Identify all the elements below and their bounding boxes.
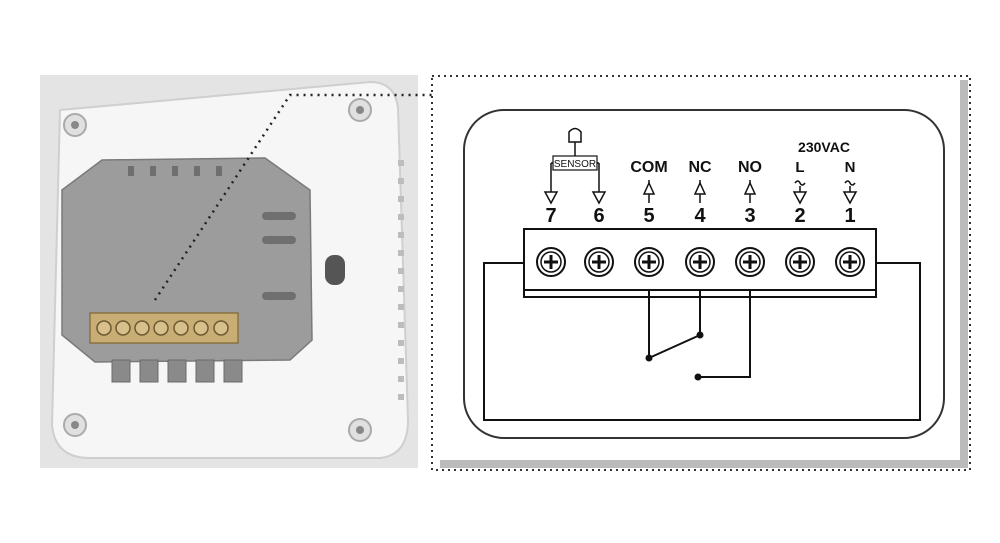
terminal-screw-4 xyxy=(685,247,715,277)
frame-shadow-bottom xyxy=(440,460,968,468)
sensor-bulb xyxy=(568,127,582,143)
wiring-lines xyxy=(483,262,921,421)
terminal-arrows xyxy=(543,180,858,205)
ac-tilde-symbols xyxy=(794,180,856,186)
terminal-number-6: 6 xyxy=(593,205,604,227)
terminal-arrow-2 xyxy=(792,186,808,205)
terminal-arrow-3 xyxy=(743,180,757,203)
relay-contacts xyxy=(645,331,704,381)
terminal-number-1: 1 xyxy=(844,205,855,227)
terminal-screw-7 xyxy=(536,247,566,277)
relay-module xyxy=(61,157,313,363)
side-vents xyxy=(398,160,404,400)
terminal-screw-5 xyxy=(634,247,664,277)
label-230vac: 230VAC xyxy=(798,139,850,155)
terminal-numbers: 7 6 5 4 3 2 1 xyxy=(545,205,855,227)
sensor-symbol: SENSOR xyxy=(550,127,600,185)
terminal-screw-3 xyxy=(735,247,765,277)
terminal-number-3: 3 xyxy=(744,205,755,227)
diagram-dotted-frame xyxy=(431,75,971,471)
terminal-screws xyxy=(536,247,865,277)
terminal-number-5: 5 xyxy=(643,205,654,227)
terminal-arrow-1 xyxy=(842,186,858,205)
label-com: COM xyxy=(630,159,667,176)
terminal-arrow-4 xyxy=(693,180,707,203)
mounting-slot xyxy=(325,255,345,285)
terminal-arrow-5 xyxy=(642,180,656,203)
sensor-label: SENSOR xyxy=(554,159,596,170)
photo-terminal-screws xyxy=(96,320,229,336)
terminal-number-4: 4 xyxy=(694,205,706,227)
callout-pointer-line xyxy=(153,93,433,301)
relay-switch-blade xyxy=(648,334,701,359)
no-wire xyxy=(698,290,751,378)
terminal-screw-2 xyxy=(785,247,815,277)
terminal-arrow-6 xyxy=(591,185,607,205)
screw-holes xyxy=(63,98,372,442)
module-fins xyxy=(111,359,243,383)
terminal-number-7: 7 xyxy=(545,205,556,227)
label-n: N xyxy=(845,159,856,176)
terminal-screw-6 xyxy=(584,247,614,277)
module-vents xyxy=(128,166,296,300)
supply-loop-wire xyxy=(483,262,921,421)
label-l: L xyxy=(795,159,804,176)
frame-shadow xyxy=(960,80,968,468)
terminal-arrow-7 xyxy=(543,185,559,205)
terminal-number-2: 2 xyxy=(794,205,805,227)
terminal-screw-1 xyxy=(835,247,865,277)
label-nc: NC xyxy=(688,159,712,176)
terminal-labels: COM NC NO L N 230VAC xyxy=(630,139,855,176)
label-no: NO xyxy=(738,159,762,176)
